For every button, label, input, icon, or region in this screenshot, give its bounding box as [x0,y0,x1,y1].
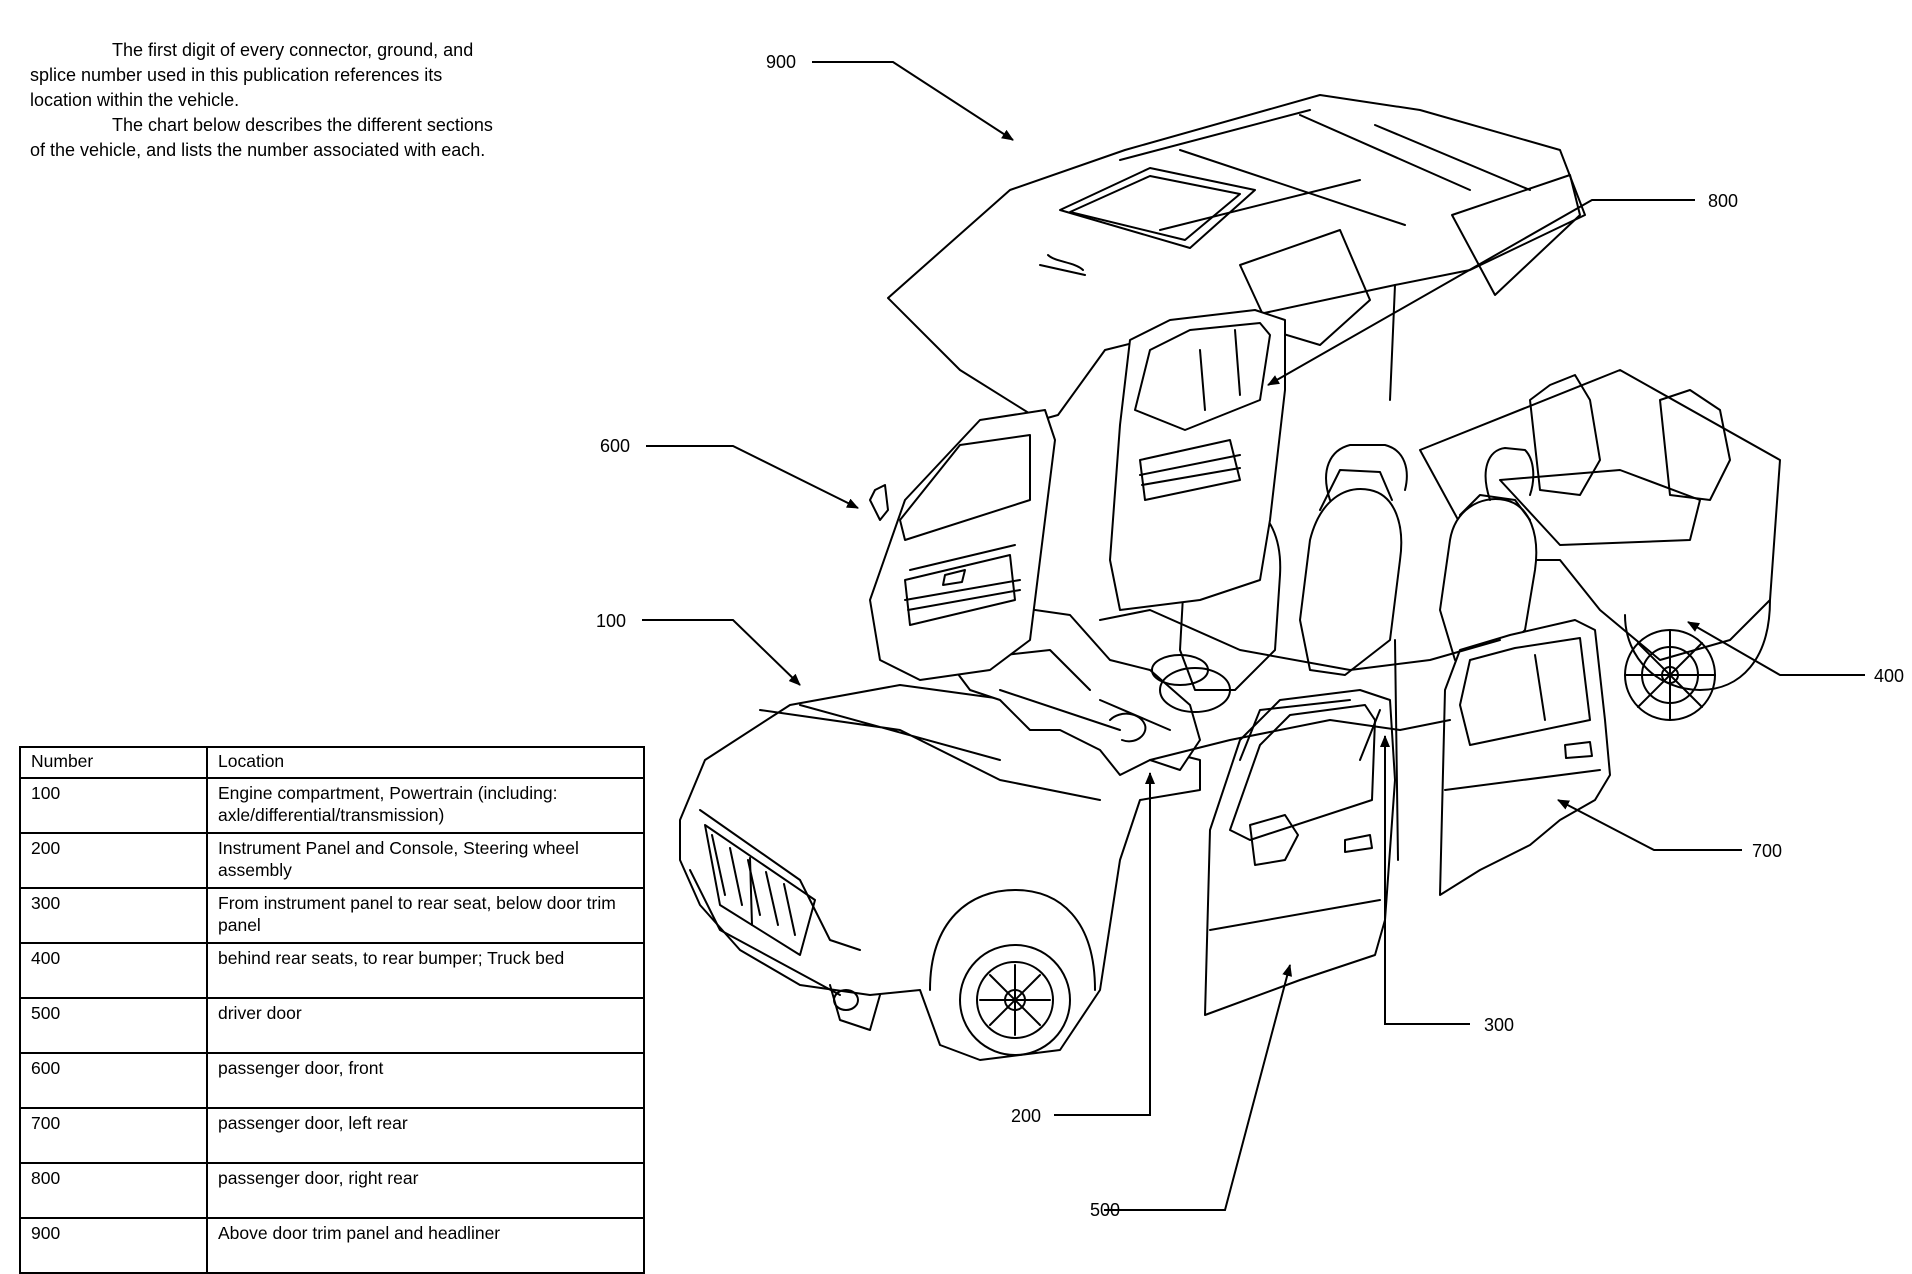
row-number: 200 [19,832,208,889]
callout-200: 200 [1011,1106,1041,1126]
leader-500 [1104,964,1293,1211]
callout-labels: 900 800 600 100 400 700 300 200 500 [596,52,1904,1220]
leader-600 [646,445,859,509]
table-row: 200 Instrument Panel and Console, Steeri… [19,832,645,889]
row-location: Engine compartment, Powertrain (includin… [206,777,645,834]
callout-600: 600 [600,436,630,456]
intro-paragraph-2: The chart below describes the different … [30,115,493,160]
leader-200 [1054,772,1155,1116]
table-row: 500 driver door [19,997,645,1054]
cabin-floor [1099,609,1501,761]
rear-cargo-section [1419,369,1781,721]
front-body [679,684,1201,1061]
left-rear-door [1439,619,1611,896]
callout-800: 800 [1708,191,1738,211]
table-row: 400 behind rear seats, to rear bumper; T… [19,942,645,999]
table-row: 600 passenger door, front [19,1052,645,1109]
row-location: passenger door, left rear [206,1107,645,1164]
callout-900: 900 [766,52,796,72]
callout-700: 700 [1752,841,1782,861]
table-row: 100 Engine compartment, Powertrain (incl… [19,777,645,834]
row-number: 100 [19,777,208,834]
row-number: 400 [19,942,208,999]
leader-700 [1557,799,1742,851]
row-number: 600 [19,1052,208,1109]
table-header-row: Number Location [19,746,645,779]
row-number: 500 [19,997,208,1054]
row-location: From instrument panel to rear seat, belo… [206,887,645,944]
row-number: 700 [19,1107,208,1164]
callout-leaders [642,61,1865,1211]
row-location: passenger door, right rear [206,1162,645,1219]
header-number: Number [19,746,208,779]
leader-300 [1380,735,1470,1025]
header-location: Location [206,746,645,779]
table-row: 700 passenger door, left rear [19,1107,645,1164]
leader-100 [642,619,801,686]
row-location: Instrument Panel and Console, Steering w… [206,832,645,889]
leader-900 [812,61,1014,141]
callout-100: 100 [596,611,626,631]
row-number: 800 [19,1162,208,1219]
front-passenger-door [869,409,1056,681]
callout-500: 500 [1090,1200,1120,1220]
row-number: 300 [19,887,208,944]
row-location: behind rear seats, to rear bumper; Truck… [206,942,645,999]
callout-300: 300 [1484,1015,1514,1035]
vehicle-illustration [679,94,1781,1061]
intro-paragraph-1: The first digit of every connector, grou… [30,40,474,110]
right-rear-door [1109,309,1286,611]
callout-400: 400 [1874,666,1904,686]
row-location: driver door [206,997,645,1054]
intro-text: The first digit of every connector, grou… [30,38,500,163]
table-row: 800 passenger door, right rear [19,1162,645,1219]
row-location: passenger door, front [206,1052,645,1109]
leader-800 [1267,199,1695,386]
driver-door [1204,639,1399,1016]
leader-400 [1687,621,1865,676]
table-row: 300 From instrument panel to rear seat, … [19,887,645,944]
